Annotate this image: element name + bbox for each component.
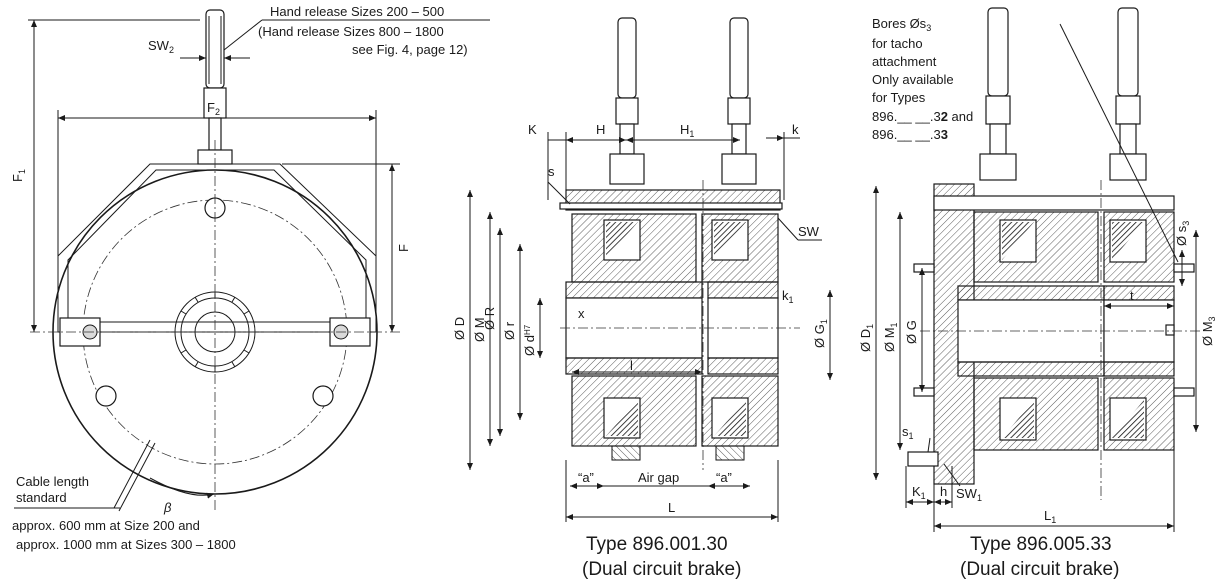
dim-s1: s1 (902, 424, 914, 441)
dim-a-right: “a” (716, 470, 732, 485)
dim-t: t (1130, 288, 1134, 303)
beta-label: β (163, 500, 172, 515)
approx-note-2: approx. 1000 mm at Sizes 300 – 1800 (16, 537, 236, 552)
hand-release-note-1: Hand release Sizes 200 – 500 (270, 4, 444, 19)
dim-d: Ø dH7 (522, 324, 537, 356)
bores-note-5: for Types (872, 90, 926, 105)
cable-label-1: Cable length (16, 474, 89, 489)
bores-note-3: attachment (872, 54, 937, 69)
dim-h: h (940, 484, 947, 499)
dim-a-left: “a” (578, 470, 594, 485)
caption-type-right: Type 896.005.33 (970, 534, 1112, 555)
dim-k: k (792, 122, 799, 137)
dim-K1: K1 (912, 484, 926, 501)
dim-air-gap: Air gap (638, 470, 679, 485)
lever-right-view-right (1117, 7, 1139, 97)
bores-note-6: 896.__ __.32 and (872, 109, 973, 124)
dim-K: K (528, 122, 537, 137)
housing-bracket (57, 163, 377, 333)
bores-note-2: for tacho (872, 36, 923, 51)
dim-s3: Ø s3 (1174, 221, 1191, 246)
dim-D1: Ø D1 (858, 324, 875, 352)
f-label: F (396, 244, 411, 252)
dim-R: Ø R (482, 307, 497, 330)
approx-note-1: approx. 600 mm at Size 200 and (12, 518, 200, 533)
f1-label: F1 (10, 169, 27, 182)
lever-right (729, 17, 749, 99)
caption-desc-middle: (Dual circuit brake) (582, 559, 741, 580)
dim-G: Ø G (904, 320, 919, 344)
right-section-view: Bores Øs3 for tacho attachment Only avai… (858, 7, 1217, 580)
dim-M: Ø M (472, 317, 487, 342)
caption-type-middle: Type 896.001.30 (586, 534, 728, 555)
bolt-lower-right (312, 385, 334, 407)
hand-release-note-3: see Fig. 4, page 12) (352, 42, 468, 57)
bores-note-7: 896.__ __.33 (872, 127, 948, 142)
left-front-view: Hand release Sizes 200 – 500 (Hand relea… (10, 4, 490, 552)
sw2-label: SW2 (148, 38, 174, 55)
bolt-lower-left (95, 385, 117, 407)
lever-right-view-left (987, 7, 1009, 97)
bores-note-4: Only available (872, 72, 954, 87)
dim-D: Ø D (452, 317, 467, 340)
dim-H: H (596, 122, 605, 137)
dim-s: s (548, 164, 555, 179)
dim-L: L (668, 500, 675, 515)
dim-k1: k1 (782, 288, 794, 305)
hand-release-note-2: (Hand release Sizes 800 – 1800 (258, 24, 444, 39)
bores-note-1: Bores Øs3 (872, 16, 931, 33)
lever-left (617, 17, 637, 99)
dim-l: l (630, 358, 633, 373)
dim-r: Ø r (502, 321, 517, 340)
dim-G1: Ø G1 (812, 319, 829, 348)
dim-M1: Ø M1 (882, 322, 899, 352)
middle-section-view: H H1 K k s SW Ø D Ø M Ø R Ø r Ø dH7 x l … (452, 17, 833, 580)
dim-L1: L1 (1044, 508, 1056, 525)
dim-SW: SW (798, 224, 820, 239)
dim-H1: H1 (680, 122, 694, 139)
dim-M3: Ø M3 (1200, 316, 1217, 346)
dim-SW1: SW1 (956, 486, 982, 503)
cable-label-2: standard (16, 490, 67, 505)
dim-x: x (578, 306, 585, 321)
f2-label: F2 (207, 100, 220, 117)
caption-desc-right: (Dual circuit brake) (960, 559, 1119, 580)
